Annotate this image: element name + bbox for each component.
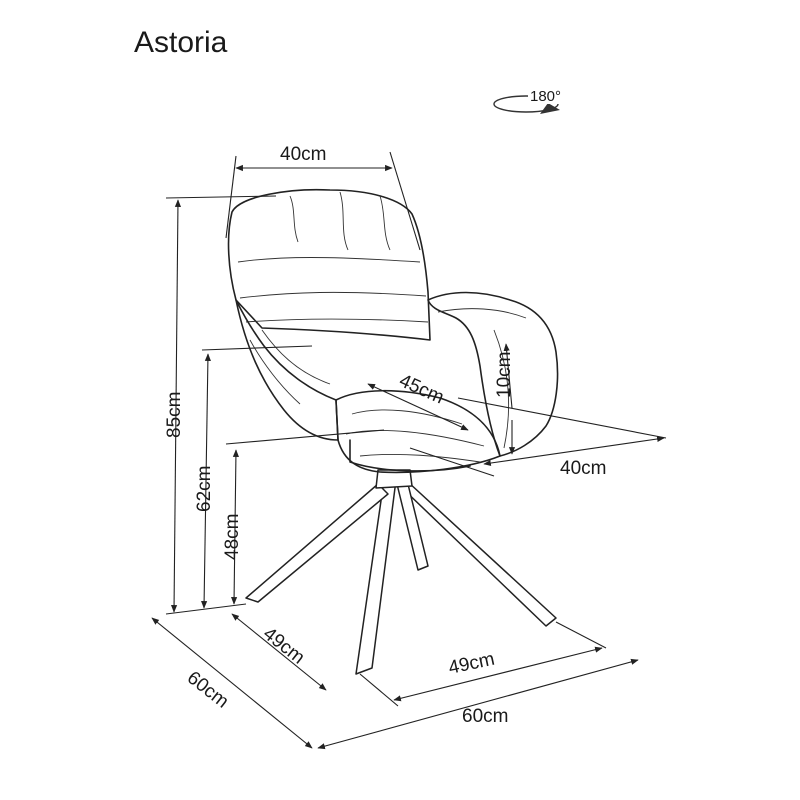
- dim-total-height: [165, 195, 277, 613]
- dim-armrest-thickness-label: 10cm: [494, 352, 515, 398]
- dim-outer-depth-label: 60cm: [183, 667, 233, 712]
- dim-back-width-label: 40cm: [280, 144, 326, 165]
- dim-seat-height-label: 48cm: [222, 514, 243, 560]
- dim-seat-depth: [367, 383, 469, 431]
- dim-armrest-height-label: 62cm: [194, 466, 215, 512]
- dim-back-width: [225, 151, 421, 251]
- dim-inner-depth-label: 49cm: [259, 623, 309, 668]
- chair-backrest: [227, 188, 431, 341]
- dim-seat-width: [409, 397, 667, 477]
- rotation-label: 180°: [530, 88, 561, 105]
- dim-total-height-label: 85cm: [164, 392, 185, 438]
- dim-seat-width-label: 40cm: [560, 458, 606, 479]
- dim-outer-depth: [151, 617, 313, 749]
- dim-outer-width-label: 60cm: [462, 706, 508, 727]
- dim-armrest-height: [201, 345, 313, 609]
- dim-seat-height: [165, 429, 385, 615]
- product-title: Astoria: [134, 26, 228, 59]
- dim-outer-width: [317, 658, 639, 750]
- rotation-180-icon: [493, 86, 568, 114]
- chair-left-armrest: [235, 299, 339, 441]
- dim-inner-width-label: 49cm: [447, 649, 497, 679]
- chair-leg-left: [245, 483, 389, 603]
- dim-seat-depth-label: 45cm: [396, 370, 447, 408]
- chair-right-armrest: [427, 291, 559, 457]
- chair-illustration: [227, 188, 559, 675]
